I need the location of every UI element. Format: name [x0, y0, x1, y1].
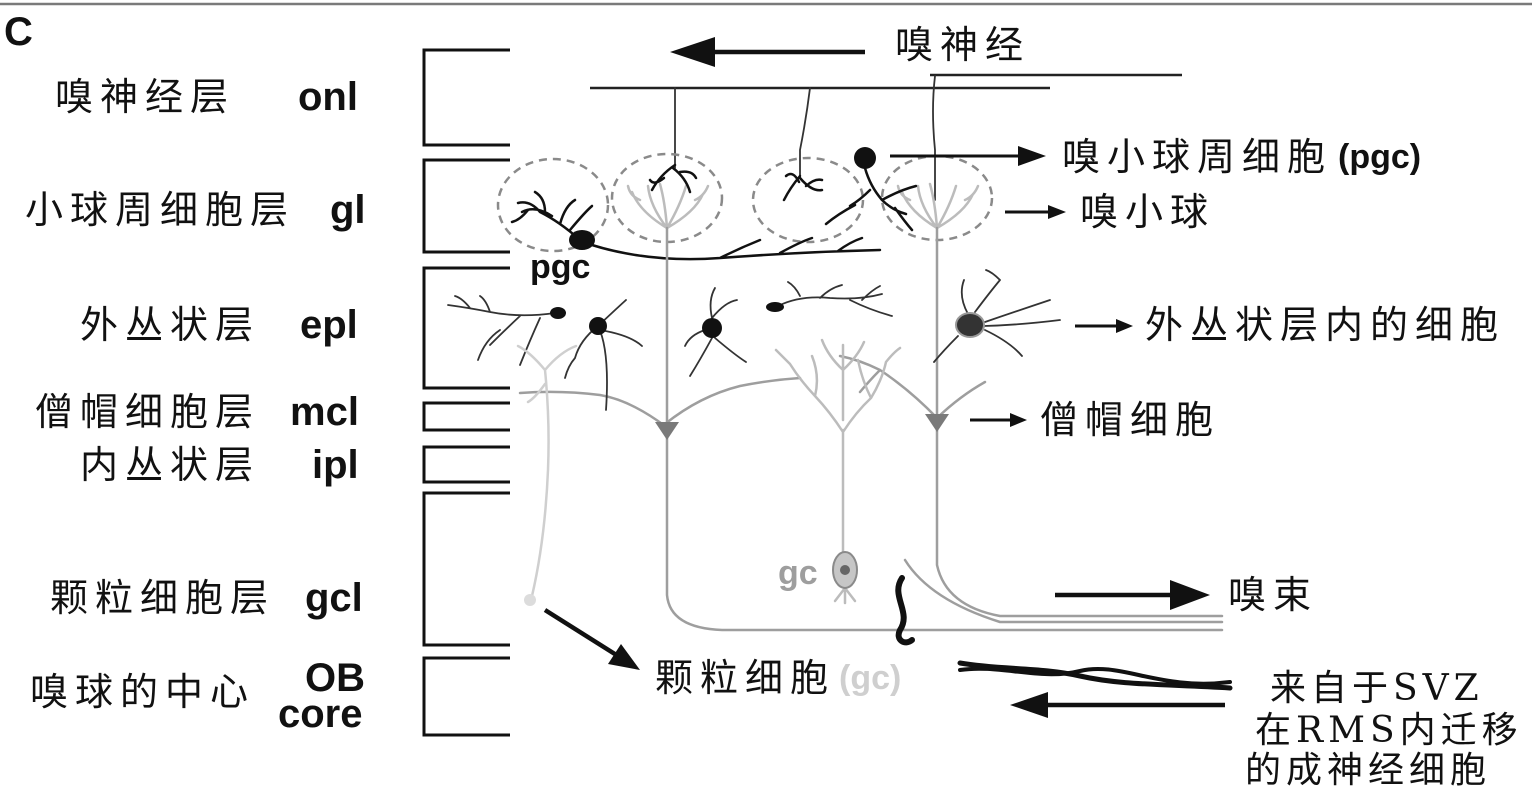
label-granule-cell-text: 颗粒细胞 — [655, 659, 835, 697]
layer-name-mcl: 僧帽细胞层 — [35, 393, 260, 431]
label-granule-cell-abbr: (gc) — [839, 661, 901, 695]
arrowhead-epl-cells — [1116, 319, 1133, 333]
layer-name-gl: 小球周细胞层 — [25, 191, 295, 229]
bracket-ob-core — [424, 658, 510, 735]
epl-cell-e-dendrites — [934, 270, 1060, 362]
nerve-axon — [800, 88, 810, 178]
layer-name-onl: 嗅神经层 — [55, 78, 235, 116]
label-glomerulus: 嗅小球 — [1080, 193, 1215, 231]
epl-cell-b-soma — [589, 317, 607, 335]
terminal-tuft-2 — [650, 165, 696, 192]
epl-cell-a-dendrites — [448, 296, 555, 365]
bracket-epl — [424, 268, 510, 388]
epl-cell-d-dendrites — [778, 282, 892, 316]
layer-name-epl: 外丛状层 — [80, 306, 260, 344]
bracket-mcl — [424, 403, 510, 430]
layer-abbr-ipl: ipl — [312, 445, 359, 485]
faint-cell-soma — [524, 594, 536, 606]
mitral-tuft-1 — [628, 184, 708, 228]
label-mitral-cell: 僧帽细胞 — [1040, 401, 1220, 439]
bracket-gcl — [424, 493, 510, 645]
epl-cell-c-soma — [702, 318, 722, 338]
layer-brackets — [424, 50, 510, 735]
layer-abbr-mcl: mcl — [290, 392, 359, 432]
layer-name-ob-core: 嗅球的中心 — [30, 673, 255, 711]
mitral-soma-1 — [655, 422, 679, 440]
panel-label: C — [4, 12, 33, 52]
layer-abbr-gl: gl — [330, 190, 366, 230]
arrowhead-pgc — [1018, 146, 1046, 166]
neuroblast-chain — [960, 669, 1230, 684]
arrowhead-mitral — [1010, 413, 1027, 427]
nerve-axon — [933, 76, 935, 200]
dark-fiber — [898, 578, 912, 642]
epl-cell-a-soma — [550, 307, 566, 319]
bracket-onl — [424, 50, 510, 145]
label-granule-cell: 颗粒细胞 (gc) — [655, 659, 901, 697]
arrowhead-granule-cell — [608, 644, 640, 670]
granule-nucleus — [840, 565, 850, 575]
arrowhead-olfactory-tract — [1170, 580, 1210, 610]
mitral-secondary-dendrites — [520, 356, 985, 426]
layer-abbr-core: core — [278, 694, 363, 734]
mitral-soma-2 — [925, 414, 949, 432]
arrowhead-olfactory-nerve — [670, 37, 715, 67]
mitral-axon-1 — [667, 432, 1222, 630]
label-neuroblast-line-2: 在RMS内迁移 — [1255, 713, 1523, 749]
arrow-granule-cell — [545, 610, 618, 656]
axon-terminals — [650, 165, 822, 200]
epl-cell-e-soma — [956, 313, 984, 337]
mitral-tufts — [628, 184, 978, 228]
label-periglomerular-cell-abbr: (pgc) — [1338, 140, 1421, 174]
label-olfactory-nerve: 嗅神经 — [895, 26, 1030, 64]
periglomerular-cell-upper — [826, 147, 916, 230]
inline-label-gc: gc — [778, 556, 818, 590]
pgc-axon — [592, 238, 880, 259]
terminal-tuft-3 — [784, 174, 822, 200]
label-epl-cells: 外丛状层内的细胞 — [1145, 306, 1505, 344]
label-neuroblast-line-1: 来自于SVZ — [1270, 671, 1484, 707]
faint-cell-dendrite — [518, 346, 576, 596]
label-neuroblast-line-3: 的成神经细胞 — [1245, 753, 1491, 789]
bracket-ipl — [424, 447, 510, 482]
label-periglomerular-cell-text: 嗅小球周细胞 — [1062, 138, 1332, 176]
pgc-upper-soma — [854, 147, 876, 169]
granule-basal-processes — [835, 588, 855, 603]
arrowhead-glomerulus — [1048, 205, 1066, 219]
layer-abbr-epl: epl — [300, 305, 358, 345]
layer-abbr-onl: onl — [298, 77, 358, 117]
label-periglomerular-cell: 嗅小球周细胞 (pgc) — [1062, 138, 1421, 176]
layer-name-ipl: 内丛状层 — [80, 446, 260, 484]
mitral-tuft-2 — [898, 184, 978, 228]
arrowhead-neuroblast — [1010, 692, 1048, 718]
layer-name-gcl: 颗粒细胞层 — [50, 579, 275, 617]
pgc-soma — [569, 230, 595, 250]
label-olfactory-tract: 嗅束 — [1228, 576, 1318, 614]
layer-abbr-gcl: gcl — [305, 578, 363, 618]
pgc-upper-process — [826, 168, 916, 230]
glomerulus-3 — [753, 158, 863, 242]
faint-granule-cell — [518, 346, 576, 606]
inline-label-pgc: pgc — [530, 250, 590, 284]
epl-cell-d-soma — [766, 302, 784, 312]
